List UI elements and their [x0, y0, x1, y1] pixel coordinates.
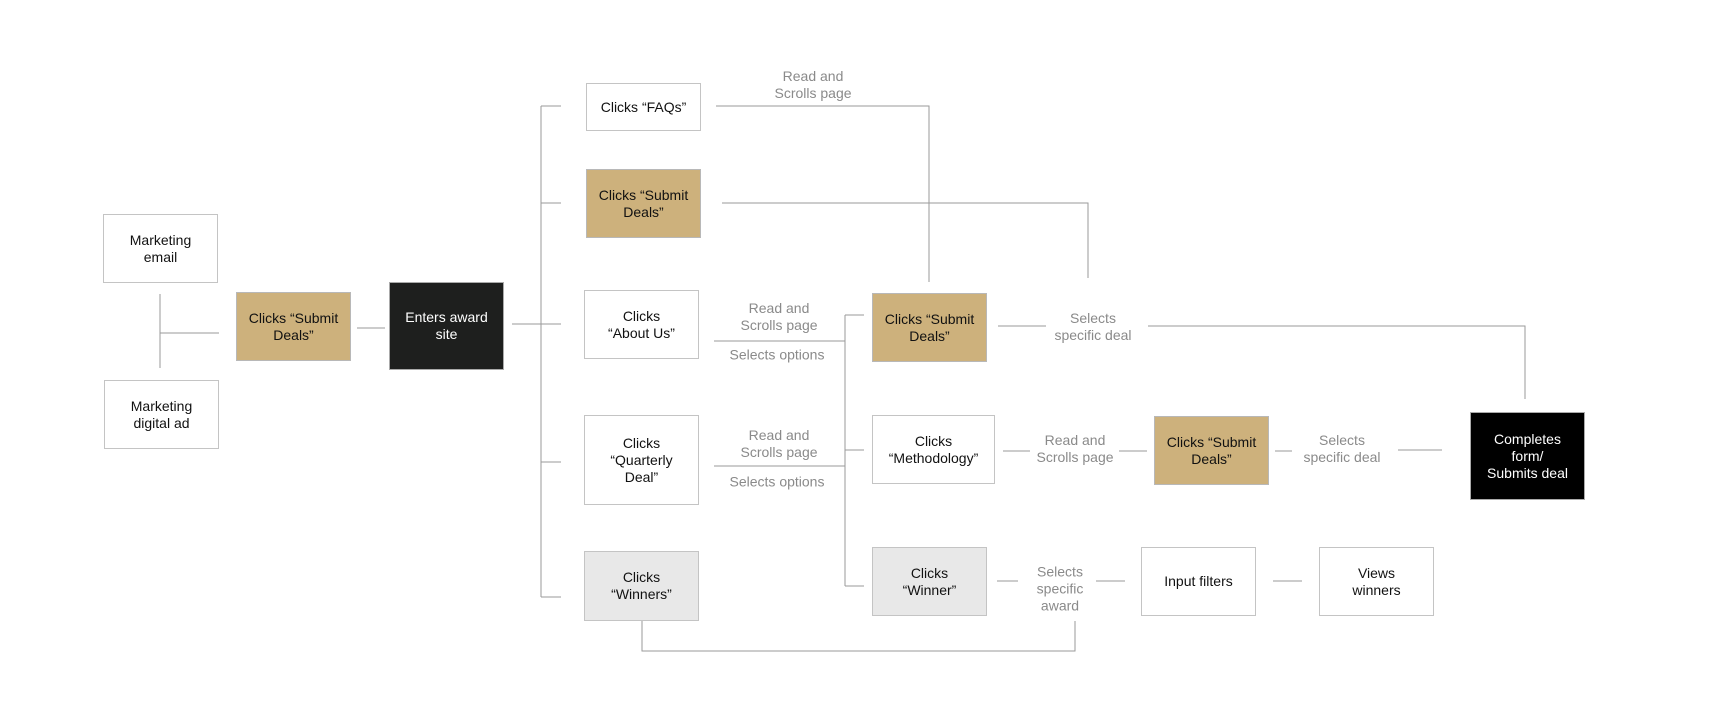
node-enters-award-site: Enters award site	[389, 282, 504, 370]
node-completes-form: Completes form/ Submits deal	[1470, 412, 1585, 500]
node-clicks-winner: Clicks “Winner”	[872, 547, 987, 616]
node-clicks-about-us: Clicks “About Us”	[584, 290, 699, 359]
node-clicks-quarterly-deal: Clicks “Quarterly Deal”	[584, 415, 699, 505]
node-views-winners: Views winners	[1319, 547, 1434, 616]
node-input-filters: Input filters	[1141, 547, 1256, 616]
label-faq-read: Read and Scrolls page	[774, 68, 852, 101]
node-clicks-methodology: Clicks “Methodology”	[872, 415, 995, 484]
node-clicks-winners: Clicks “Winners”	[584, 551, 699, 621]
node-marketing-email: Marketing email	[103, 214, 218, 283]
node-clicks-submit-deals-method: Clicks “Submit Deals”	[1154, 416, 1269, 485]
label-about-selects: Selects options	[729, 346, 825, 363]
node-clicks-submit-deals-mid: Clicks “Submit Deals”	[872, 293, 987, 362]
label-winner-selects-award: Selects specific award	[1036, 563, 1084, 614]
label-quarterly-selects: Selects options	[729, 473, 825, 490]
node-clicks-submit-deals-entry: Clicks “Submit Deals”	[236, 292, 351, 361]
node-clicks-faqs: Clicks “FAQs”	[586, 83, 701, 131]
node-marketing-digital-ad: Marketing digital ad	[104, 380, 219, 449]
node-clicks-submit-deals-nav: Clicks “Submit Deals”	[586, 169, 701, 238]
label-quarterly-read: Read and Scrolls page	[740, 427, 818, 460]
label-method-read: Read and Scrolls page	[1036, 432, 1114, 465]
label-about-read: Read and Scrolls page	[740, 300, 818, 333]
label-method-selects-deal: Selects specific deal	[1303, 432, 1381, 465]
label-submit-selects-deal: Selects specific deal	[1054, 310, 1132, 343]
